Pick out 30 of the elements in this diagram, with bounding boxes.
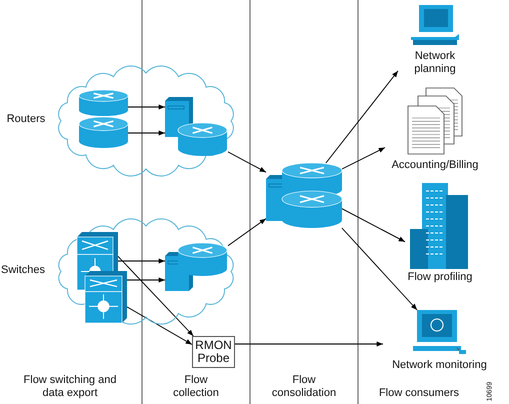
switch-icon [85, 271, 127, 323]
column-label: Flow switching and data export [22, 374, 118, 400]
node-label: Flow profiling [406, 271, 474, 284]
server-router-drawing [165, 241, 228, 291]
server-router-drawing [165, 97, 228, 157]
node-label: Network monitoring [391, 359, 488, 372]
arrow [342, 208, 406, 242]
arrow [341, 228, 418, 310]
node-label: Network planning [413, 50, 457, 76]
router-icon [79, 90, 128, 116]
arrow [342, 147, 386, 170]
group-label: Switches [0, 264, 46, 276]
node-label: Accounting/Billing [390, 159, 480, 172]
probe-box: RMON Probe [192, 336, 235, 368]
arrow [128, 104, 166, 110]
router-icon [79, 117, 128, 148]
arrow [128, 130, 166, 136]
column-label: Flow collection [172, 374, 220, 400]
arrow [126, 306, 192, 345]
arrow [234, 341, 384, 347]
arrow [228, 151, 266, 173]
arrow [118, 256, 194, 336]
server-router-drawing [266, 163, 342, 228]
group-label: Routers [6, 113, 46, 126]
arrow [325, 70, 398, 164]
arrow [228, 218, 266, 246]
arrow [126, 277, 166, 283]
column-label: Flow consolidation [270, 374, 338, 400]
arrow [118, 258, 166, 264]
column-label: Flow consumers [378, 387, 460, 400]
